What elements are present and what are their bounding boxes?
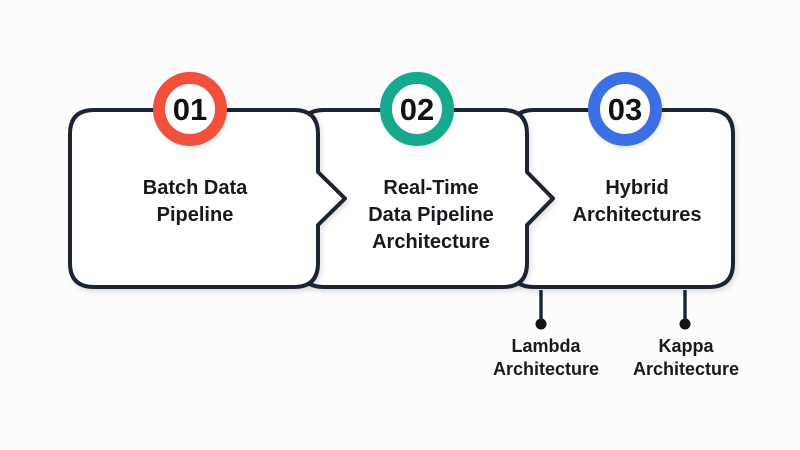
step-3-label: Hybrid Architectures bbox=[573, 177, 702, 226]
step-1-number: 01 bbox=[173, 92, 207, 127]
card-batch-data-pipeline bbox=[68, 108, 347, 289]
kappa-callout-label: Kappa Architecture bbox=[633, 336, 739, 379]
lambda-label-line-1: Lambda bbox=[511, 336, 581, 356]
step-2-label: Real-Time Data Pipeline Architecture bbox=[368, 177, 494, 253]
kappa-connector bbox=[679, 290, 691, 330]
step-1-label-line-2: Pipeline bbox=[157, 204, 234, 226]
kappa-label-line-1: Kappa bbox=[658, 336, 714, 356]
step-3-badge-ring bbox=[588, 72, 662, 146]
lambda-callout-label: Lambda Architecture bbox=[493, 336, 599, 379]
step-2-number: 02 bbox=[400, 92, 434, 127]
step-3-number: 03 bbox=[608, 92, 642, 127]
step-2-badge-ring bbox=[380, 72, 454, 146]
step-1-badge-ring bbox=[153, 72, 227, 146]
step-3-label-line-2: Architectures bbox=[573, 204, 702, 226]
lambda-dot-icon bbox=[535, 318, 547, 330]
step-2-label-line-1: Real-Time bbox=[383, 177, 478, 199]
step-3-label-line-1: Hybrid bbox=[605, 177, 668, 199]
kappa-dot-icon bbox=[679, 318, 691, 330]
lambda-label-line-2: Architecture bbox=[493, 359, 599, 379]
step-1-label-line-1: Batch Data bbox=[143, 177, 248, 199]
lambda-connector bbox=[535, 290, 547, 330]
step-2-label-line-3: Architecture bbox=[372, 231, 490, 253]
step-1-label: Batch Data Pipeline bbox=[143, 177, 248, 226]
step-2-label-line-2: Data Pipeline bbox=[368, 204, 494, 226]
kappa-label-line-2: Architecture bbox=[633, 359, 739, 379]
